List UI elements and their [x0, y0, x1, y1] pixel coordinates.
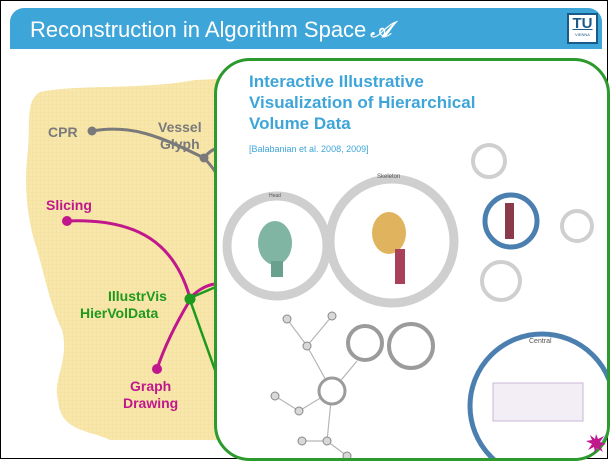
small-ring-top [471, 143, 507, 179]
central-detail-rendering [492, 382, 584, 422]
illustrvis-label-line1: IllustrVis [108, 288, 167, 304]
skull-rendering [372, 212, 406, 254]
popup-title-line3: Volume Data [249, 114, 351, 133]
head-rendering [258, 221, 292, 265]
cpr-label: CPR [48, 124, 78, 140]
graph-node-e [342, 451, 352, 458]
graph-drawing-label-line1: Graph [130, 378, 172, 394]
graph-node-c [270, 391, 280, 401]
logo-subtext: VIENNA [575, 32, 590, 37]
vessel-glyph-node[interactable] [199, 153, 209, 163]
central-ring-label: Central [529, 338, 552, 345]
graph-node-a [282, 314, 292, 324]
vessel-glyph-label-line1: Vessel [158, 119, 202, 135]
graph-drawing-node[interactable] [152, 364, 162, 374]
logo-text: TU [572, 15, 593, 32]
edge-graph-illustrvis [155, 299, 192, 370]
illustrvis-label-line2: HierVolData [80, 305, 159, 321]
graph-tree-edges [274, 315, 358, 457]
slicing-label: Slicing [46, 197, 92, 213]
tu-vienna-logo: TU VIENNA [567, 13, 598, 44]
graph-ring-a [346, 324, 384, 362]
cpr-node[interactable] [87, 126, 97, 136]
small-ring-right [560, 209, 594, 243]
graph-node-b [327, 311, 337, 321]
vessel-glyph-label: Vessel Glyph [158, 119, 202, 153]
graph-ring-b [387, 322, 435, 370]
detail-popup[interactable]: Head Skeleton Central Interactive Illust… [214, 58, 610, 461]
graph-node-f [302, 341, 312, 351]
illustrvis-label: IllustrVis HierVolData [80, 288, 167, 322]
edge-cpr-vessel [91, 127, 205, 160]
slide-title-text: Reconstruction in Algorithm Space [30, 17, 367, 42]
popup-title-line1: Interactive Illustrative [249, 72, 424, 91]
small-ring-lower [480, 260, 522, 302]
hierarchical-volume-visualization: Head Skeleton Central [222, 143, 607, 458]
algorithm-space-symbol: 𝒜 [370, 17, 392, 43]
spine-detail-rendering [505, 203, 514, 239]
popup-title-line2: Visualization of Hierarchical [249, 93, 476, 112]
popup-title: Interactive Illustrative Visualization o… [249, 71, 509, 134]
slicing-node[interactable] [62, 216, 72, 226]
graph-node-h [322, 436, 332, 446]
edge-slicing-illustrvis [66, 219, 192, 299]
paint-splat-icon [586, 434, 606, 453]
head-ring-label: Head [269, 193, 281, 199]
illustrvis-node[interactable] [184, 293, 196, 305]
algorithm-space-region [26, 78, 240, 440]
graph-drawing-label: Graph Drawing [123, 378, 178, 412]
vessel-glyph-label-line2: Glyph [159, 136, 200, 152]
skeleton-ring-label: Skeleton [377, 174, 400, 180]
spine-rendering [395, 249, 405, 284]
graph-tree-hub-ring [317, 376, 347, 406]
popup-citation: [Balabanian et al. 2008, 2009] [249, 144, 369, 154]
graph-node-g [294, 406, 304, 416]
graph-node-d [297, 436, 307, 446]
connector-upper [189, 284, 219, 300]
graph-drawing-label-line2: Drawing [123, 395, 179, 411]
head-neck-rendering [271, 261, 283, 277]
title-underline [10, 48, 602, 49]
